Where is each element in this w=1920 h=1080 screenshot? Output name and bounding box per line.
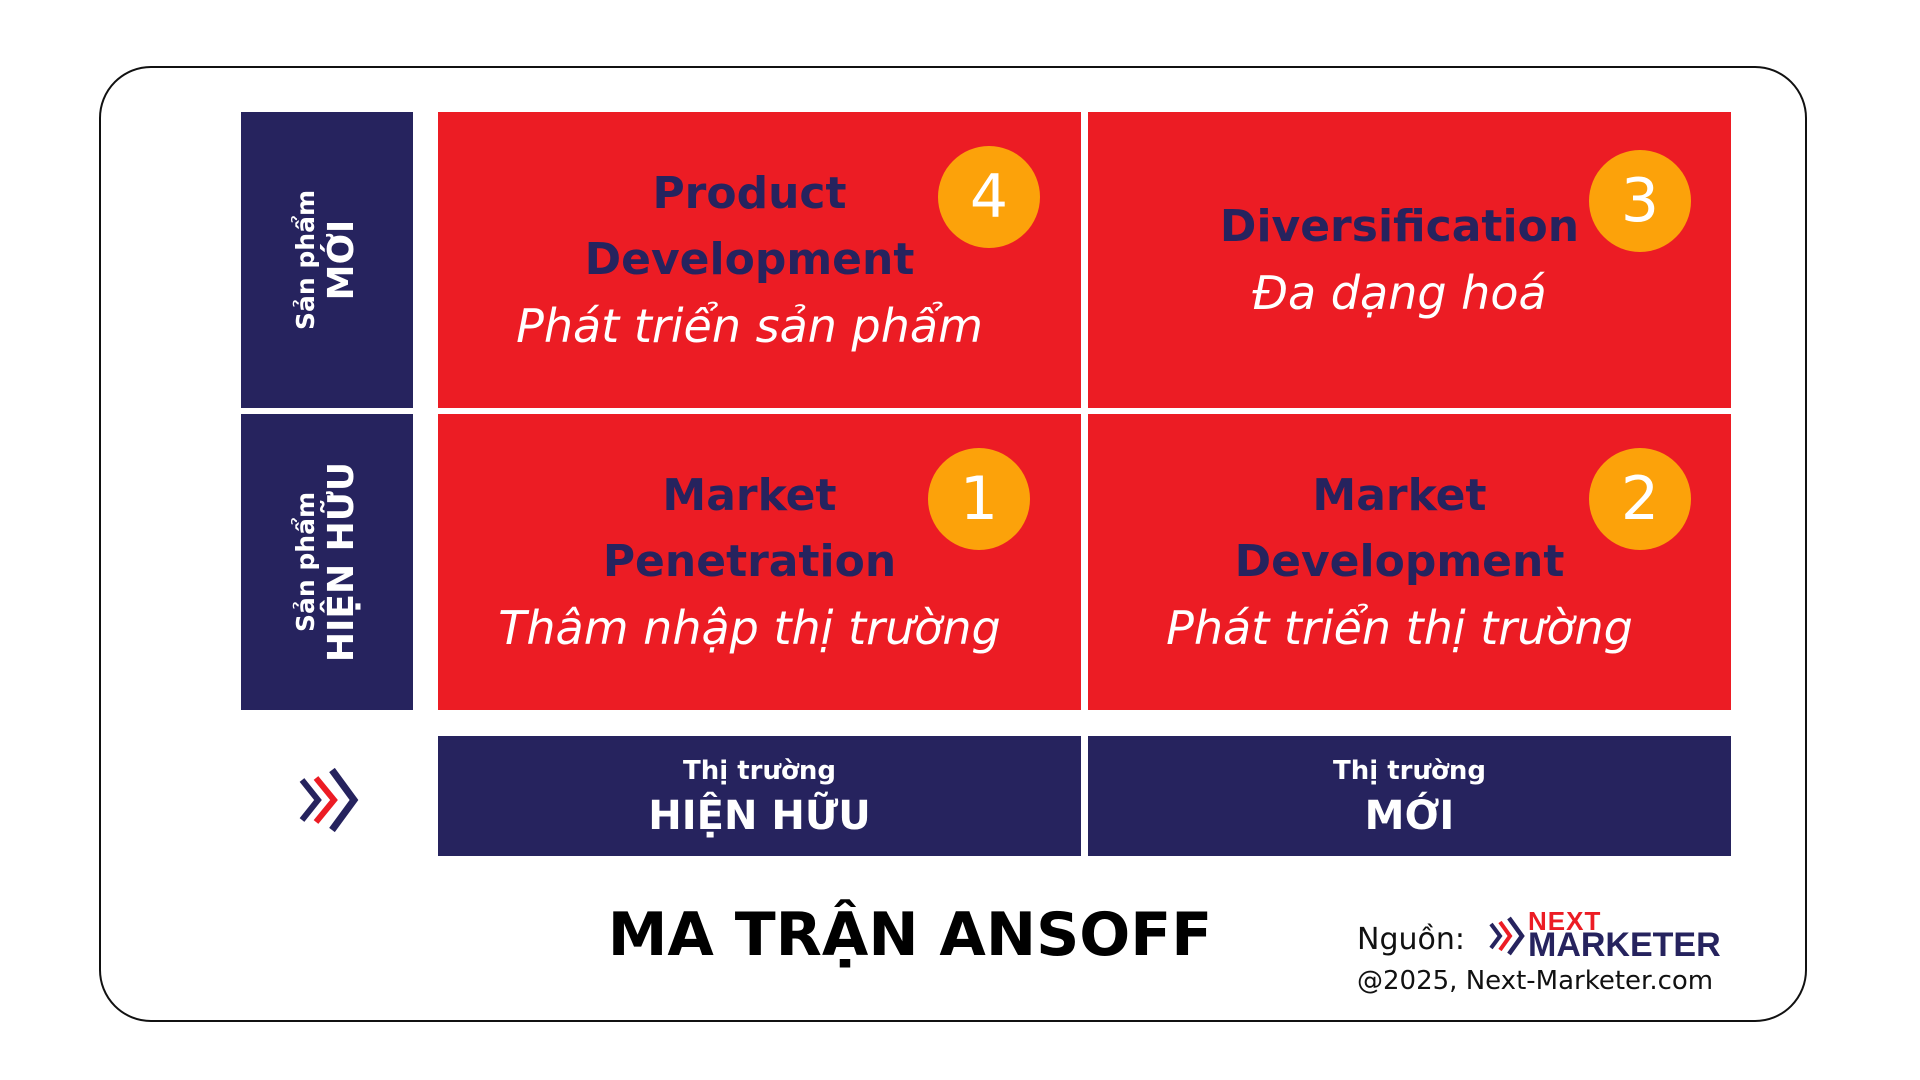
- source-label: Nguồn:: [1357, 922, 1465, 957]
- row-label-big: HIỆN HỮU: [320, 461, 362, 663]
- col-label-existing-market: Thị trường HIỆN HỮU: [438, 736, 1081, 856]
- cell-number-badge: 4: [938, 146, 1040, 248]
- cell-vi: Phát triển sản phẩm: [516, 299, 983, 353]
- cell-market-development: Market Development Phát triển thị trường…: [1088, 414, 1731, 710]
- col-label-big: MỚI: [1364, 793, 1455, 839]
- col-label-small: Thị trường: [1333, 756, 1486, 786]
- copyright-text: @2025, Next-Marketer.com: [1357, 966, 1714, 996]
- cell-en-line1: Product: [652, 168, 847, 219]
- logo-line1: NEXT: [1528, 906, 1602, 936]
- cell-number-badge: 1: [928, 448, 1030, 550]
- row-label-big: MỚI: [320, 219, 362, 301]
- cell-en-line1: Market: [662, 470, 837, 521]
- cell-market-penetration: Market Penetration Thâm nhập thị trường …: [438, 414, 1081, 710]
- cell-en-line2: Development: [584, 234, 915, 285]
- cell-en-line1: Diversification: [1219, 201, 1580, 252]
- triple-chevron-right-icon: [299, 767, 359, 833]
- cell-en-line2: Penetration: [602, 536, 897, 587]
- cell-en-line2: Development: [1234, 536, 1565, 587]
- col-label-big: HIỆN HỮU: [648, 793, 871, 839]
- triple-chevron-right-icon: [1489, 916, 1525, 956]
- cell-number-badge: 3: [1589, 150, 1691, 252]
- cell-en-line1: Market: [1312, 470, 1487, 521]
- cell-vi: Đa dạng hoá: [1252, 266, 1547, 320]
- col-label-new-market: Thị trường MỚI: [1088, 736, 1731, 856]
- cell-vi: Thâm nhập thị trường: [498, 601, 1001, 655]
- row-label-new-product: Sản phẩm MỚI: [241, 112, 413, 408]
- cell-number-badge: 2: [1589, 448, 1691, 550]
- cell-product-development: Product Development Phát triển sản phẩm …: [438, 112, 1081, 408]
- diagram-title: MA TRẬN ANSOFF: [607, 900, 1213, 970]
- row-label-small: Sản phẩm: [290, 190, 320, 330]
- cell-vi: Phát triển thị trường: [1166, 601, 1633, 655]
- col-label-small: Thị trường: [683, 756, 836, 786]
- cell-diversification: Diversification Đa dạng hoá 3: [1088, 112, 1731, 408]
- row-label-small: Sản phẩm: [290, 492, 320, 632]
- next-marketer-logo: NEXT MARKETER: [1488, 906, 1728, 970]
- logo-line2: MARKETER: [1528, 926, 1721, 964]
- row-label-existing-product: Sản phẩm HIỆN HỮU: [241, 414, 413, 710]
